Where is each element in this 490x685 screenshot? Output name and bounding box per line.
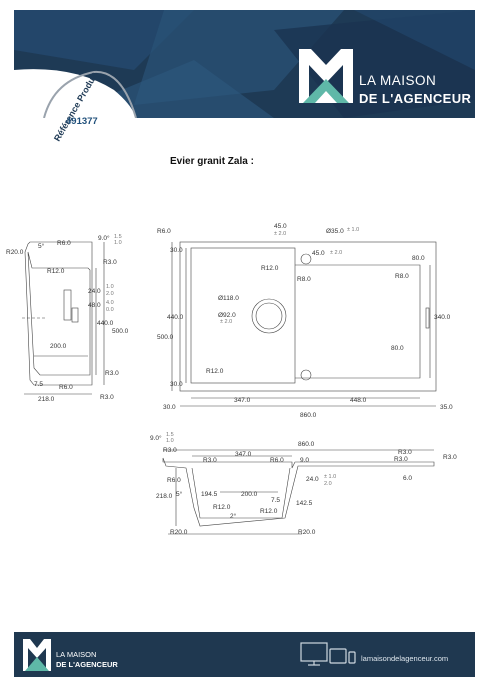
svg-text:448.0: 448.0 <box>350 397 367 404</box>
svg-text:24.0: 24.0 <box>88 288 101 295</box>
svg-text:218.0: 218.0 <box>156 493 173 500</box>
svg-text:347.0: 347.0 <box>234 397 251 404</box>
svg-text:30.0: 30.0 <box>170 247 183 254</box>
svg-text:R3.0: R3.0 <box>443 454 457 461</box>
svg-text:± 1.0: ± 1.0 <box>347 227 359 233</box>
svg-text:200.0: 200.0 <box>241 491 258 498</box>
svg-text:194.5: 194.5 <box>201 491 218 498</box>
svg-text:± 2.0: ± 2.0 <box>274 231 286 237</box>
header-banner: LA MAISON DE L'AGENCEUR <box>14 10 475 118</box>
svg-text:30.0: 30.0 <box>163 404 176 411</box>
svg-text:R8.0: R8.0 <box>297 276 311 283</box>
svg-text:± 2.0: ± 2.0 <box>330 250 342 256</box>
footer-banner: LA MAISON DE L'AGENCEUR lamaisondelagenc… <box>14 632 475 677</box>
svg-text:30.0: 30.0 <box>170 381 183 388</box>
svg-text:Ø35.0: Ø35.0 <box>326 228 344 235</box>
technical-drawing: R20.0 5° R6.0 9.0° 1.5 1.0 R12.0 R3.0 24… <box>6 223 457 536</box>
svg-text:Ø118.0: Ø118.0 <box>218 295 239 302</box>
svg-text:R20.0: R20.0 <box>6 249 24 256</box>
svg-text:1.5: 1.5 <box>114 234 122 240</box>
svg-text:80.0: 80.0 <box>412 255 425 262</box>
svg-text:440.0: 440.0 <box>97 320 114 327</box>
reference-number: 491377 <box>66 116 98 127</box>
svg-text:R6.0: R6.0 <box>167 477 181 484</box>
logo-text-line2: DE L'AGENCEUR <box>359 91 472 106</box>
svg-text:Ø92.0: Ø92.0 <box>218 312 236 319</box>
svg-text:R8.0: R8.0 <box>395 273 409 280</box>
side-view-dimensions: R20.0 5° R6.0 9.0° 1.5 1.0 R12.0 R3.0 24… <box>6 234 129 403</box>
svg-text:R12.0: R12.0 <box>261 265 279 272</box>
svg-text:7.5: 7.5 <box>34 381 43 388</box>
footer-website-link[interactable]: lamaisondelagenceur.com <box>361 654 449 663</box>
svg-text:R12.0: R12.0 <box>213 504 231 511</box>
svg-text:440.0: 440.0 <box>167 314 184 321</box>
front-view-profile <box>162 449 435 535</box>
svg-text:R20.0: R20.0 <box>298 529 316 536</box>
svg-text:35.0: 35.0 <box>440 404 453 411</box>
svg-text:1.0: 1.0 <box>166 438 174 444</box>
svg-text:2°: 2° <box>230 512 237 520</box>
svg-text:9.0°: 9.0° <box>150 434 162 442</box>
svg-text:R3.0: R3.0 <box>103 259 117 266</box>
svg-text:4.0: 4.0 <box>106 300 114 306</box>
svg-text:1.0: 1.0 <box>114 240 122 246</box>
svg-text:0.0: 0.0 <box>106 307 114 313</box>
svg-text:5°: 5° <box>38 242 45 250</box>
svg-text:24.0: 24.0 <box>306 476 319 483</box>
logo-mark-icon <box>299 49 353 103</box>
svg-text:218.0: 218.0 <box>38 396 55 403</box>
svg-text:80.0: 80.0 <box>391 345 404 352</box>
svg-text:860.0: 860.0 <box>300 412 317 419</box>
document-title: Evier granit Zala : <box>170 156 254 167</box>
svg-text:R6.0: R6.0 <box>157 228 171 235</box>
svg-text:860.0: 860.0 <box>298 441 315 448</box>
svg-text:340.0: 340.0 <box>434 314 451 321</box>
svg-text:R3.0: R3.0 <box>203 457 217 464</box>
svg-text:R3.0: R3.0 <box>398 449 412 456</box>
svg-text:45.0: 45.0 <box>274 223 287 230</box>
svg-text:200.0: 200.0 <box>50 343 67 350</box>
svg-text:1.0: 1.0 <box>106 284 114 290</box>
svg-text:2.0: 2.0 <box>106 291 114 297</box>
devices-icon <box>300 642 356 666</box>
footer-logo-line1: LA MAISON <box>56 650 97 659</box>
svg-text:R12.0: R12.0 <box>206 368 224 375</box>
side-view-profile <box>22 241 105 395</box>
svg-text:347.0: 347.0 <box>235 451 252 458</box>
svg-text:9.0°: 9.0° <box>98 234 110 242</box>
svg-text:5°: 5° <box>176 490 183 498</box>
svg-text:R6.0: R6.0 <box>59 384 73 391</box>
svg-text:± 2.0: ± 2.0 <box>220 319 232 325</box>
svg-text:500.0: 500.0 <box>157 334 174 341</box>
svg-text:R6.0: R6.0 <box>57 240 71 247</box>
svg-text:± 1.0: ± 1.0 <box>324 474 336 480</box>
svg-text:R3.0: R3.0 <box>394 456 408 463</box>
top-view-outline <box>171 241 437 407</box>
svg-text:500.0: 500.0 <box>112 328 129 335</box>
brand-logo: LA MAISON DE L'AGENCEUR <box>297 47 475 107</box>
svg-text:7.5: 7.5 <box>271 497 280 504</box>
svg-text:R3.0: R3.0 <box>105 370 119 377</box>
svg-text:1.5: 1.5 <box>166 432 174 438</box>
svg-text:R20.0: R20.0 <box>170 529 188 536</box>
svg-text:R12.0: R12.0 <box>47 268 65 275</box>
svg-text:2.0: 2.0 <box>324 481 332 487</box>
footer-logo-line2: DE L'AGENCEUR <box>56 660 118 669</box>
svg-text:48.0: 48.0 <box>88 302 101 309</box>
svg-text:R6.0: R6.0 <box>270 457 284 464</box>
svg-text:142.5: 142.5 <box>296 500 313 507</box>
svg-text:9.0: 9.0 <box>300 457 309 464</box>
svg-text:6.0: 6.0 <box>403 475 412 482</box>
svg-text:45.0: 45.0 <box>312 250 325 257</box>
logo-text-line1: LA MAISON <box>359 73 437 88</box>
svg-text:R3.0: R3.0 <box>163 447 177 454</box>
front-view-dimensions: 9.0° 1.5 1.0 860.0 R3.0 347.0 R3.0 R6.0 … <box>150 432 457 536</box>
reference-arc <box>14 69 137 118</box>
top-view-dimensions: R6.0 45.0 ± 2.0 Ø35.0 ± 1.0 30.0 45.0 ± … <box>157 223 453 419</box>
svg-text:R3.0: R3.0 <box>100 394 114 401</box>
svg-text:R12.0: R12.0 <box>260 508 278 515</box>
footer-logo-icon <box>23 639 51 671</box>
